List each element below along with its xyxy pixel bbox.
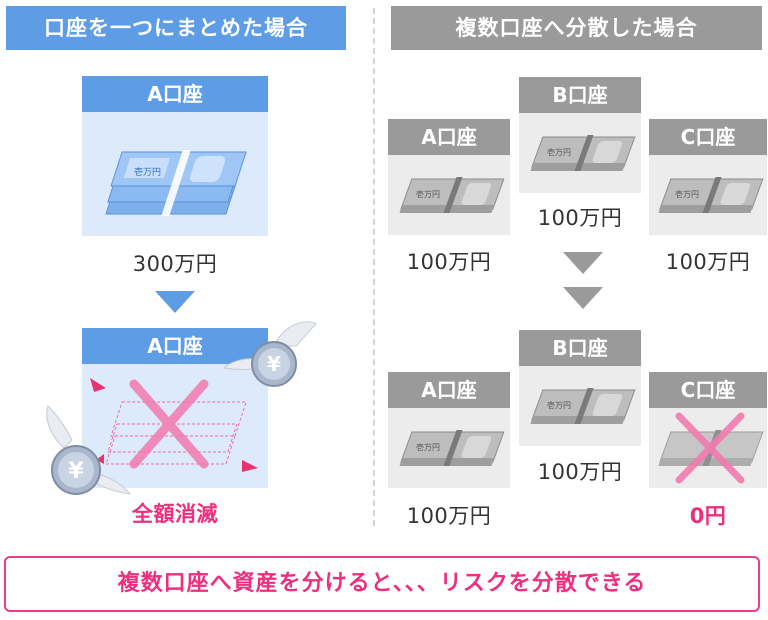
left-top-account-card: A口座 壱万円 bbox=[82, 76, 268, 236]
right-header: 複数口座へ分散した場合 bbox=[391, 6, 762, 50]
money-bundle-icon: 壱万円 bbox=[658, 177, 764, 213]
right-before-amount-b: 100万円 bbox=[537, 206, 623, 230]
right-after-card-b: B口座 壱万円 bbox=[519, 330, 641, 446]
right-after-card-c: C口座 bbox=[649, 372, 767, 488]
account-title: B口座 bbox=[519, 330, 641, 366]
money-bundle-icon: 壱万円 bbox=[399, 177, 505, 213]
bill-label: 壱万円 bbox=[416, 189, 440, 199]
account-title: A口座 bbox=[82, 76, 268, 112]
bill-label: 壱万円 bbox=[416, 442, 440, 452]
account-title: A口座 bbox=[388, 372, 510, 408]
down-arrow-icon bbox=[563, 252, 603, 274]
left-result: 全額消滅 bbox=[132, 502, 218, 526]
right-after-amount-c: 0円 bbox=[689, 504, 727, 528]
account-title: A口座 bbox=[82, 328, 268, 364]
conclusion-banner: 複数口座へ資産を分けると、、、リスクを分散できる bbox=[4, 556, 760, 612]
account-title: B口座 bbox=[519, 77, 641, 113]
right-after-amount-a: 100万円 bbox=[406, 504, 492, 528]
right-before-amount-c: 100万円 bbox=[665, 250, 751, 274]
right-before-amount-a: 100万円 bbox=[406, 250, 492, 274]
right-before-card-b: B口座 壱万円 bbox=[519, 77, 641, 193]
down-arrow-icon bbox=[155, 291, 195, 313]
money-stack-icon: 壱万円 bbox=[105, 150, 247, 216]
flying-coin-icon: ¥ bbox=[46, 405, 132, 495]
section-divider bbox=[373, 8, 375, 526]
left-top-amount: 300万円 bbox=[132, 252, 218, 276]
account-title: C口座 bbox=[649, 119, 767, 155]
right-before-card-c: C口座 壱万円 bbox=[649, 119, 767, 235]
coin-symbol: ¥ bbox=[267, 352, 281, 376]
bill-label: 壱万円 bbox=[547, 400, 571, 410]
vanished-bundle-icon bbox=[658, 412, 764, 484]
money-bundle-icon: 壱万円 bbox=[530, 135, 636, 171]
right-after-card-a: A口座 壱万円 bbox=[388, 372, 510, 488]
account-title: C口座 bbox=[649, 372, 767, 408]
bill-label: 壱万円 bbox=[547, 147, 571, 157]
money-bundle-icon: 壱万円 bbox=[399, 430, 505, 466]
left-header: 口座を一つにまとめた場合 bbox=[6, 6, 346, 50]
left-bottom-account-card: A口座 bbox=[82, 328, 268, 488]
down-arrow-icon bbox=[563, 287, 603, 309]
flying-coin-icon: ¥ bbox=[222, 321, 317, 387]
right-after-amount-b: 100万円 bbox=[537, 460, 623, 484]
right-before-card-a: A口座 壱万円 bbox=[388, 119, 510, 235]
spark-icon bbox=[242, 460, 258, 472]
bill-label: 壱万円 bbox=[675, 189, 699, 199]
bill-label: 壱万円 bbox=[134, 166, 161, 178]
spark-icon bbox=[96, 454, 104, 464]
vanished-money-icon bbox=[90, 378, 258, 472]
money-bundle-icon: 壱万円 bbox=[530, 388, 636, 424]
coin-symbol: ¥ bbox=[68, 459, 84, 484]
spark-icon bbox=[90, 378, 106, 392]
account-title: A口座 bbox=[388, 119, 510, 155]
